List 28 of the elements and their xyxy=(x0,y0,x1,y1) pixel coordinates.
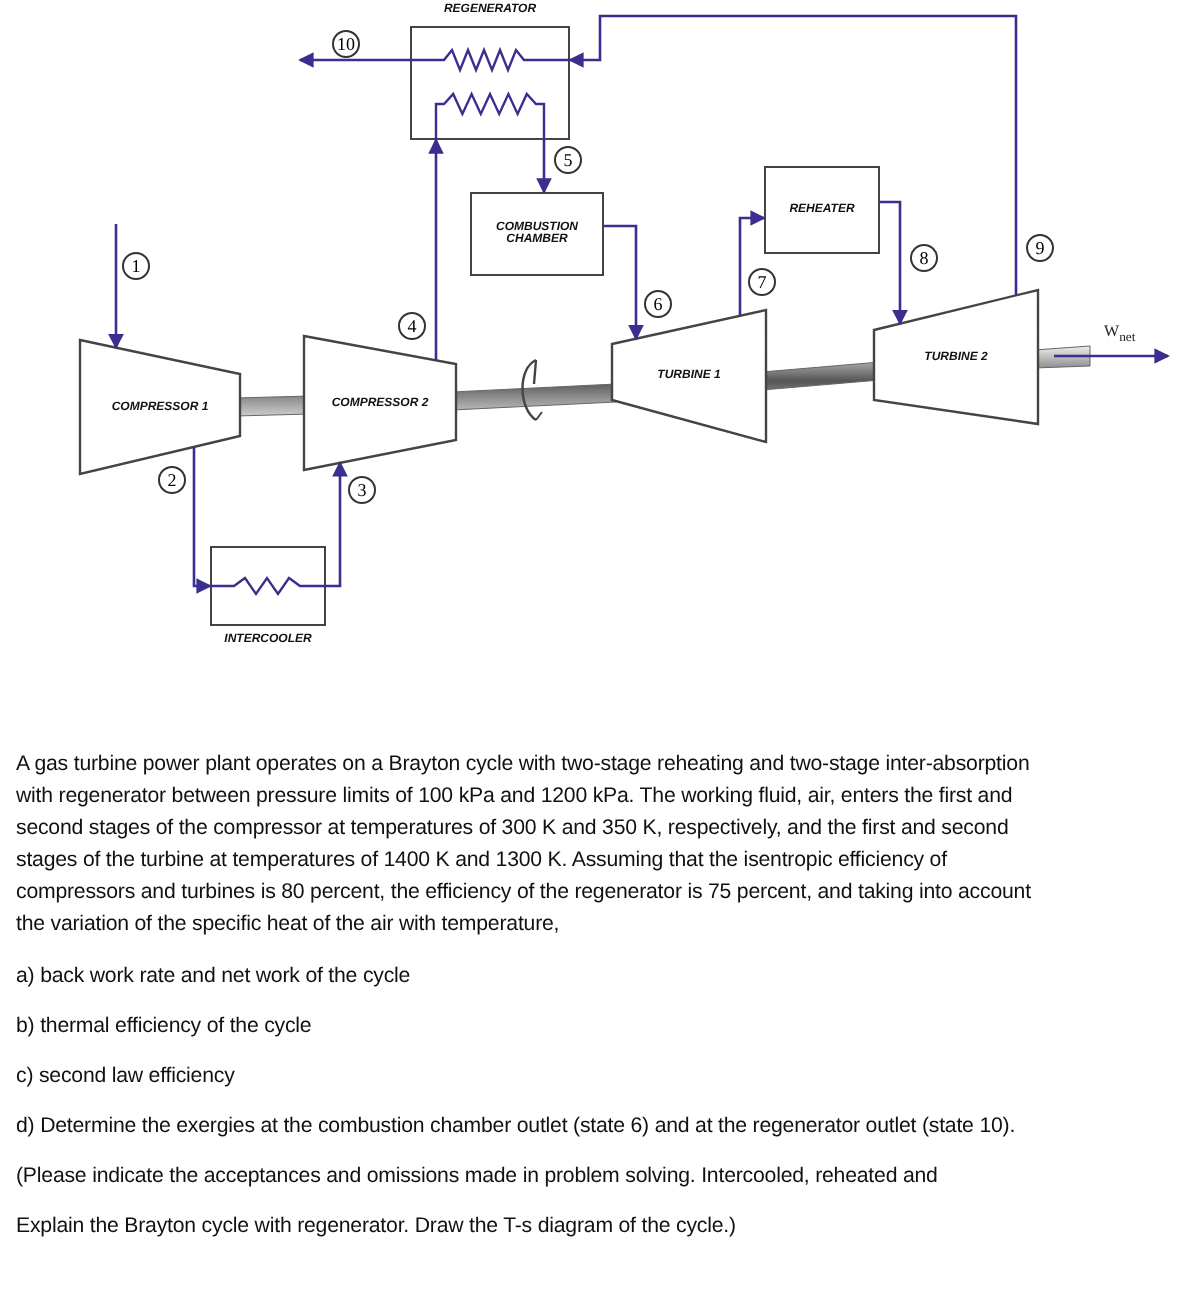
state-number: 2 xyxy=(158,466,186,494)
flow-line xyxy=(604,224,644,341)
flow-line xyxy=(192,446,212,594)
state-number: 3 xyxy=(348,476,376,504)
state-number: 1 xyxy=(122,252,150,280)
flow-line xyxy=(738,210,766,316)
state-number: 9 xyxy=(1026,234,1054,262)
state-number: 5 xyxy=(554,146,582,174)
state-number: 6 xyxy=(644,290,672,318)
state-number: 7 xyxy=(748,268,776,296)
state-number: 10 xyxy=(332,30,360,58)
state-number: 8 xyxy=(910,244,938,272)
state-number: 4 xyxy=(398,312,426,340)
problem-text: c) second law efficiency xyxy=(16,1064,235,1088)
flow-line xyxy=(108,224,124,350)
problem-text: a) back work rate and net work of the cycle xyxy=(16,964,411,988)
flow-line xyxy=(428,138,444,361)
flow-line xyxy=(298,52,410,68)
work-label: W$_{net}$ xyxy=(1104,322,1136,340)
flow-line xyxy=(880,200,908,326)
problem-text: d) Determine the exergies at the combustion chamber outlet (state 6) and at the regenerator outlet (state 10). xyxy=(16,1114,1016,1138)
problem-text: A gas turbine power plant operates on a Brayton cycle with two-stage reheating and two-stage inter-absorption with regenerator between pressure limits of 100 kPa and 1200 kPa. The working fluid, air, enters the first and second stages of the compressor at temperatures of 300 K and 350 K, respectively, and the first and second stages of the turbine at temperatures of 1400 K and 1300 K. Assuming that the isentropic efficiency of compressors and turbines is 80 percent, the efficiency of the regenerator is 75 percent, and taking into account the variation of the specific heat of the air with temperature, xyxy=(16,752,1031,936)
problem-text: (Please indicate the acceptances and omissions made in problem solving. Intercooled, reheated and xyxy=(16,1164,938,1188)
flow-line xyxy=(326,460,348,588)
flow-line xyxy=(568,14,1018,296)
problem-text: b) thermal efficiency of the cycle xyxy=(16,1014,312,1038)
problem-text: Explain the Brayton cycle with regenerator. Draw the T-s diagram of the cycle.) xyxy=(16,1214,736,1238)
flow-line xyxy=(536,140,552,194)
